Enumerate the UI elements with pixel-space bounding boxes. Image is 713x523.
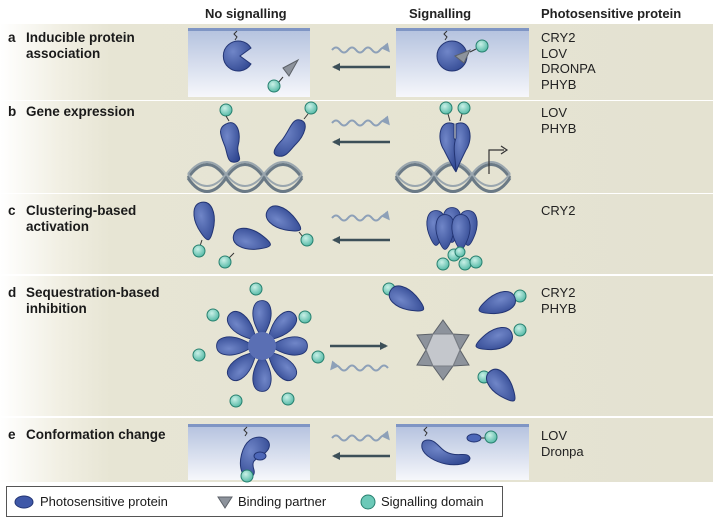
legend: Photosensitive protein Binding partner S… [6,486,503,517]
header-no-signalling: No signalling [205,6,287,21]
row-band-e [0,418,713,482]
header-photosensitive-protein: Photosensitive protein [541,6,682,21]
row-band-c [0,194,713,274]
light-wave-arrow [331,42,390,54]
legend-photosensitive-label: Photosensitive protein [40,494,168,509]
legend-binding-label: Binding partner [238,494,327,509]
row-band-a [0,24,713,100]
row-a-art [188,28,529,97]
photosensitive-protein-icon [14,495,34,509]
partner-ring [416,319,470,381]
binding-partner-icon [217,496,233,509]
binding-partner [282,58,300,77]
signalling-domain [267,79,281,93]
row-band-b [0,101,713,193]
photosensitive-protein [222,40,252,72]
header-signalling: Signalling [409,6,472,21]
protein-list-c: CRY2 [541,203,576,218]
flower-oligomer [192,282,325,408]
signalling-domain-icon [360,494,376,510]
legend-signalling-label: Signalling domain [381,494,484,509]
row-c-art [191,200,483,271]
row-d-art [192,281,527,408]
row-e-art [188,424,529,483]
row-b-art [186,101,512,193]
